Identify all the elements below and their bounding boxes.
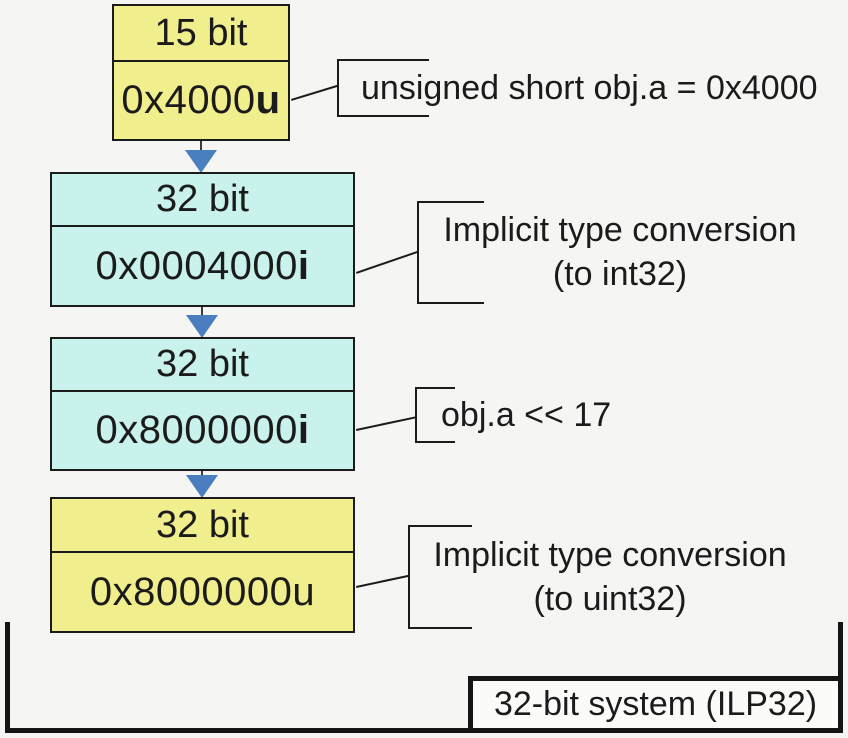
arrow-down-icon [186,307,218,338]
arrow-head [186,315,218,338]
box-bits-label: 32 bit [52,499,353,553]
annotation-line: (to uint32) [533,580,687,618]
system-label: 32-bit system (ILP32) [468,676,843,733]
bracket-icon [417,201,484,304]
annotation-text: Implicit type conversion (to uint32) [408,525,800,621]
value-suffix: i [297,408,310,452]
connector-line [356,416,417,431]
annotation-text: Implicit type conversion (to int32) [417,201,811,296]
annotation-text: unsigned short obj.a = 0x4000 [361,69,818,107]
connector-line [291,84,339,101]
annotation-text: obj.a << 17 [441,396,612,434]
box-bits-label: 32 bit [52,174,353,227]
annotation-line: Implicit type conversion [433,536,787,574]
annotation-line: Implicit type conversion [443,211,797,249]
value-suffix: i [297,243,310,288]
annotation-conversion-uint32: Implicit type conversion (to uint32) [408,525,800,629]
system-label-text: 32-bit system (ILP32) [493,685,818,723]
annotation-line: (to int32) [552,255,688,293]
arrow-stem [201,471,203,475]
value-suffix: u [292,569,316,614]
arrow-head [186,475,218,498]
annotation-unsigned-short: unsigned short obj.a = 0x4000 [337,59,818,117]
connector-line [356,250,419,274]
box-bits-label: 15 bit [114,6,288,62]
arrow-stem [201,307,203,315]
arrow-down-icon [186,471,218,498]
arrow-down-icon [185,141,217,173]
bracket-icon [408,525,472,629]
value-suffix: u [255,78,281,122]
connector-line [356,574,410,588]
annotation-shift-expression: obj.a << 17 [415,387,611,443]
arrow-stem [200,141,202,150]
box-bits-label: 32 bit [52,339,353,392]
bracket-icon [415,387,455,443]
bracket-icon [337,59,429,117]
arrow-head [185,150,217,173]
annotation-conversion-int32: Implicit type conversion (to int32) [417,201,811,304]
